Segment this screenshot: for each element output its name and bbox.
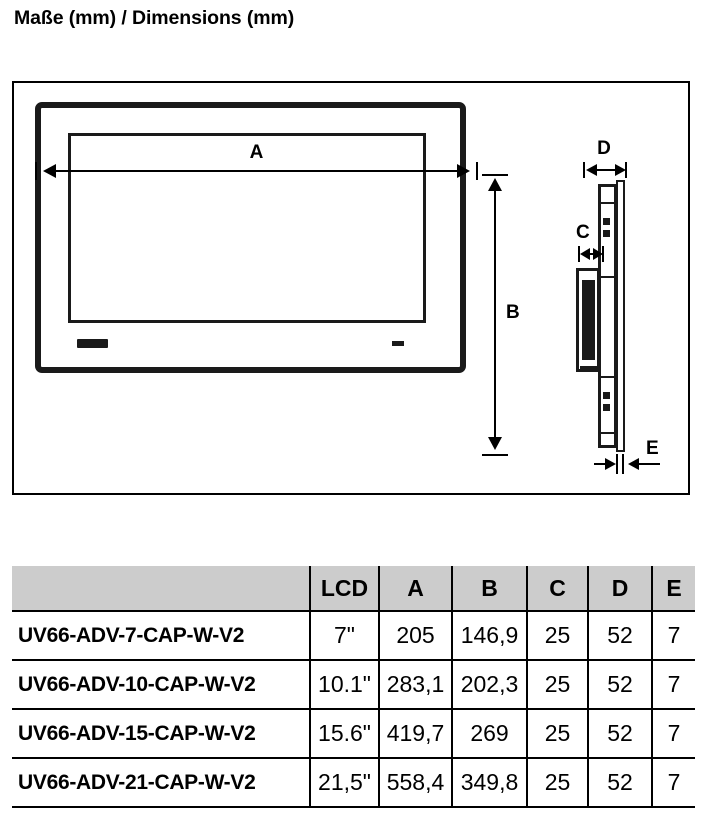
cell-d: 52 [587,757,652,808]
dimension-a-arrow-left [43,164,56,178]
dimension-c-tick-left [578,246,580,262]
led-indicator-mark [392,341,404,346]
dimension-e-arrow-left [605,458,616,470]
side-view-drawing [576,180,630,452]
table-row: UV66-ADV-7-CAP-W-V2 7" 205 146,9 25 52 7 [12,610,695,660]
side-connector-mark [603,230,610,237]
dimension-d: D [580,138,638,178]
cell-d: 52 [587,708,652,758]
dimension-d-tick-left [583,162,585,178]
dimension-b-line [494,182,496,448]
column-header-a: A [378,566,452,612]
dimension-b-arrow-down [488,437,502,450]
brand-strip-mark [77,339,108,348]
column-header-c: C [526,566,588,612]
cell-d: 52 [587,659,652,709]
dimension-e-tick-left [616,454,618,474]
dimension-b-ext-top [482,174,508,176]
cell-a: 205 [378,610,452,660]
cell-b: 146,9 [451,610,527,660]
dimension-c-arrow-left [580,248,590,260]
column-header-d: D [587,566,652,612]
cell-model: UV66-ADV-15-CAP-W-V2 [12,708,310,758]
side-connector-mark [603,218,610,225]
dimension-c-tick-right [602,246,604,262]
column-header-lcd: LCD [309,566,379,612]
dimension-b-label: B [506,302,520,323]
cell-a: 558,4 [378,757,452,808]
dimension-e-line-right [638,463,660,465]
side-seam-line [600,376,615,378]
dimension-e-tick-right [622,454,624,474]
table-row: UV66-ADV-10-CAP-W-V2 10.1" 283,1 202,3 2… [12,659,695,709]
dimension-a-label: A [249,142,264,163]
dimension-e-label: E [646,438,659,459]
cell-lcd: 21,5" [309,757,379,808]
dimension-d-arrow-left [586,164,597,176]
side-seam-line [600,276,615,278]
rear-module-lip [580,366,598,372]
column-header-b: B [451,566,527,612]
cell-model: UV66-ADV-7-CAP-W-V2 [12,610,310,660]
dimension-b-ext-bottom [482,454,508,456]
cell-a: 419,7 [378,708,452,758]
side-seam-line [600,432,615,434]
cell-c: 25 [526,659,588,709]
table-row: UV66-ADV-15-CAP-W-V2 15.6" 419,7 269 25 … [12,708,695,758]
dimension-e: E [594,438,664,484]
cell-b: 202,3 [451,659,527,709]
side-seam-line [600,202,615,204]
dimension-b: B [472,174,532,456]
cell-lcd: 10.1" [309,659,379,709]
cell-lcd: 15.6" [309,708,379,758]
table-row: UV66-ADV-21-CAP-W-V2 21,5" 558,4 349,8 2… [12,757,695,808]
cell-a: 283,1 [378,659,452,709]
dimension-a-tick-right [476,162,478,180]
side-connector-mark [603,404,610,411]
dimension-e-line-left [594,463,608,465]
column-header-model [12,566,310,612]
cell-model: UV66-ADV-21-CAP-W-V2 [12,757,310,808]
cell-c: 25 [526,757,588,808]
page-title: Maße (mm) / Dimensions (mm) [14,7,295,29]
dimension-d-line [592,169,618,171]
cell-c: 25 [526,708,588,758]
cell-b: 269 [451,708,527,758]
dimensions-table: LCD A B C D E UV66-ADV-7-CAP-W-V2 7" 205… [12,566,695,808]
side-front-panel-outline [616,180,625,452]
dimension-a-tick-left [35,162,37,180]
cell-b: 349,8 [451,757,527,808]
dimension-d-tick-right [625,162,627,178]
dimension-d-arrow-right [615,164,626,176]
table-header-row: LCD A B C D E [12,566,695,612]
dimension-a-arrow-right [457,164,470,178]
cell-lcd: 7" [309,610,379,660]
cell-model: UV66-ADV-10-CAP-W-V2 [12,659,310,709]
dimension-d-label: D [597,138,611,159]
cell-c: 25 [526,610,588,660]
dimension-c: C [574,222,624,262]
cell-e: 7 [651,659,695,709]
cell-e: 7 [651,708,695,758]
cell-d: 52 [587,610,652,660]
device-screen-outline [68,133,426,323]
front-view-drawing [35,102,466,373]
rear-module-core [582,280,595,360]
dimension-e-arrow-right [628,458,639,470]
cell-e: 7 [651,610,695,660]
dimension-b-arrow-up [488,178,502,191]
column-header-e: E [651,566,695,612]
side-connector-mark [603,392,610,399]
cell-e: 7 [651,757,695,808]
dimension-c-line [582,253,600,255]
dimension-a-line [47,170,466,172]
dimension-a: A [35,142,478,182]
dimension-drawing-frame: A B D C [12,81,690,495]
dimension-c-arrow-right [593,248,603,260]
dimension-c-label: C [576,222,590,243]
